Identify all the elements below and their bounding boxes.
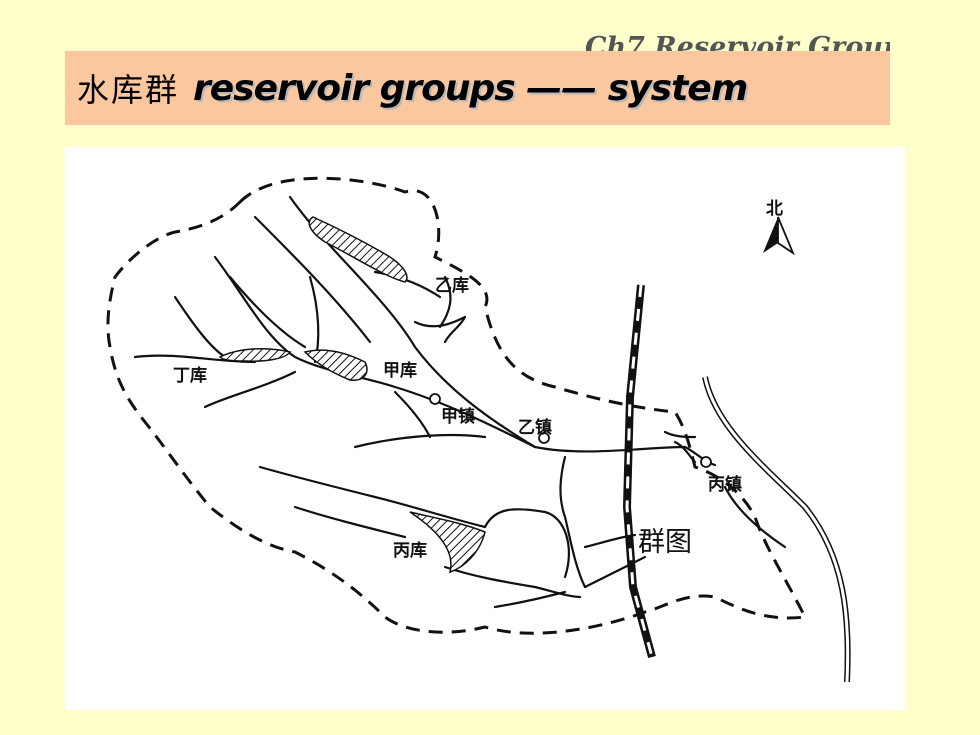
label-town-yi: 乙镇 [518, 418, 552, 438]
railway [622, 284, 656, 659]
reservoir-map: 北 乙库 甲库 丁库 丙库 甲镇 乙镇 丙镇 群图 [65, 147, 905, 710]
reservoir-bing-shape [409, 511, 486, 574]
north-label: 北 [766, 199, 783, 219]
map-caption: 群图 [638, 527, 692, 558]
label-town-jia: 甲镇 [441, 407, 475, 427]
town-bing-marker [700, 456, 712, 468]
label-reservoir-jia: 甲库 [383, 361, 417, 381]
label-town-bing: 丙镇 [708, 475, 742, 495]
chapter-header: Ch7 Reservoir Groups [585, 32, 890, 52]
label-reservoir-ding: 丁库 [173, 366, 207, 386]
town-yi-marker [538, 432, 550, 444]
title-bar: 水库群 reservoir groups —— system [65, 51, 890, 125]
map-drawing [106, 176, 851, 683]
watershed-boundary [106, 176, 808, 635]
north-arrow-icon [763, 216, 795, 256]
town-jia-marker [429, 393, 441, 405]
reservoir-yi-shape [308, 216, 408, 283]
title-chinese: 水库群 [77, 71, 180, 109]
reservoir-jia-shape [303, 349, 368, 381]
title-english: reservoir groups —— system [193, 67, 748, 109]
label-reservoir-yi: 乙库 [435, 276, 469, 296]
reservoir-ding-shape [218, 347, 292, 362]
label-reservoir-bing: 丙库 [393, 541, 427, 561]
